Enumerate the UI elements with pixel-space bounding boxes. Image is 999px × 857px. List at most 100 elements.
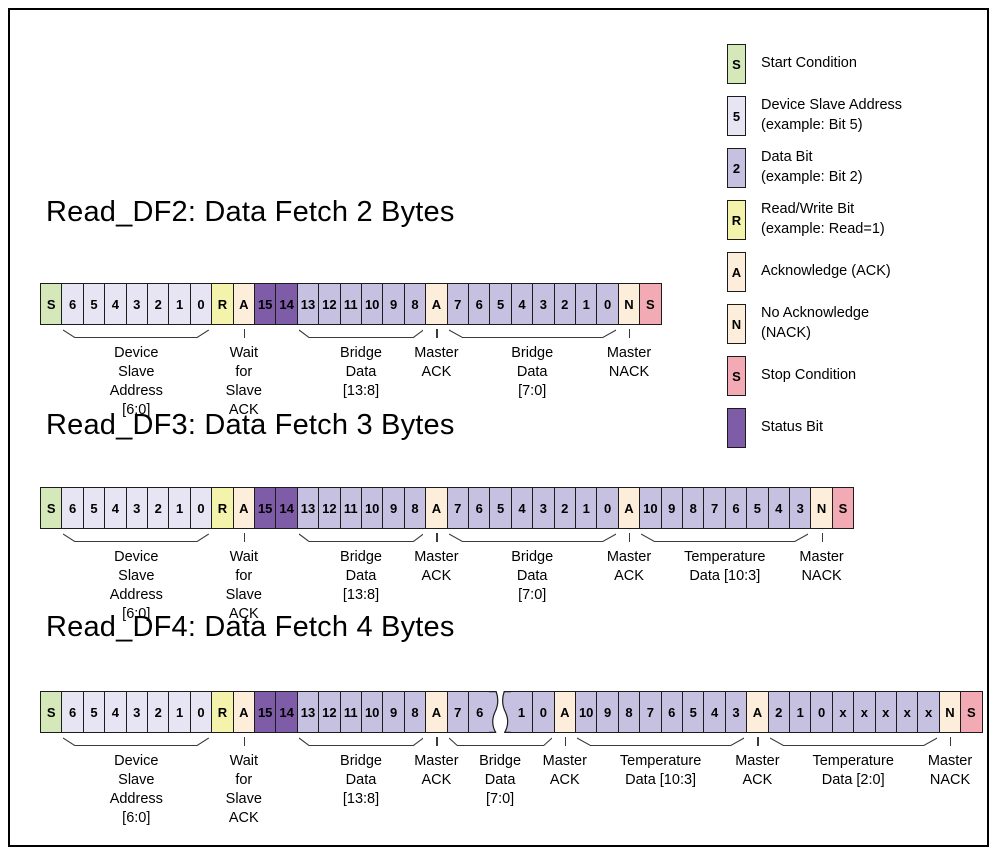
group-label: Master ACK — [414, 549, 459, 585]
bit-cell: 3 — [125, 691, 148, 733]
bit-cell: 14 — [275, 691, 298, 733]
group-brace — [63, 533, 209, 543]
bit-cell: 1 — [789, 691, 812, 733]
brace-line — [449, 737, 552, 747]
bit-cell: 11 — [339, 691, 362, 733]
group-label: Temperature Data [2:0] — [812, 753, 894, 789]
group-label: Master ACK — [542, 753, 587, 789]
bit-cell: 1 — [168, 283, 191, 325]
bit-cell: A — [425, 283, 448, 325]
bit-cell: 12 — [318, 487, 341, 529]
bit-cell: x — [917, 691, 940, 733]
group-tick — [436, 737, 438, 746]
group-brace — [770, 737, 937, 747]
group-label: Master NACK — [927, 753, 973, 789]
bit-cell: 0 — [596, 487, 619, 529]
bit-cell: 0 — [596, 283, 619, 325]
group-brace — [63, 329, 209, 339]
bit-cell: 7 — [703, 487, 726, 529]
bit-cell: R — [211, 691, 234, 733]
bit-cell: 1 — [510, 691, 534, 733]
legend-label: Device Slave Address (example: Bit 5) — [761, 97, 903, 133]
bit-cell: S — [40, 487, 63, 529]
bit-cell: 7 — [446, 691, 469, 733]
group-label: Master ACK — [735, 753, 780, 789]
group-label: Bridge Data [7:0] — [479, 753, 522, 808]
bit-cell: 10 — [361, 691, 384, 733]
outer-frame — [8, 8, 989, 847]
bit-cell: 3 — [532, 487, 555, 529]
bit-cell: 15 — [254, 691, 277, 733]
bit-cell: 0 — [532, 691, 555, 733]
bit-cell: 2 — [147, 691, 170, 733]
bit-cell: A — [232, 691, 255, 733]
bit-cell: A — [553, 691, 576, 733]
group-label: Bridge Data [7:0] — [511, 549, 554, 604]
legend-swatch-status — [727, 408, 746, 448]
group-label: Bridge Data [13:8] — [340, 549, 382, 604]
brace-line — [770, 737, 937, 747]
bit-cell: 5 — [746, 487, 769, 529]
group-label: Bridge Data [7:0] — [511, 345, 554, 400]
group-label: Master NACK — [606, 345, 652, 381]
bit-cell: 8 — [403, 487, 427, 529]
group-tick — [629, 533, 631, 542]
group-tick — [243, 737, 246, 746]
legend-swatch-addr: 5 — [727, 96, 746, 136]
bit-cell: 4 — [104, 487, 127, 529]
bit-cell: S — [831, 487, 855, 529]
brace-line — [299, 533, 423, 543]
bit-cell: 6 — [468, 691, 491, 733]
bit-cell: 2 — [147, 283, 170, 325]
legend-label: Read/Write Bit (example: Read=1) — [761, 201, 885, 237]
legend-label: No Acknowledge (NACK) — [761, 305, 870, 341]
bit-cell: 3 — [125, 487, 148, 529]
group-label: Wait for Slave ACK — [225, 345, 262, 419]
group-brace — [299, 737, 423, 747]
group-label: Bridge Data [13:8] — [340, 753, 382, 808]
bit-cell: 9 — [382, 487, 405, 529]
bit-cell: 9 — [596, 691, 619, 733]
legend-swatch-data: 2 — [727, 148, 746, 188]
group-tick — [757, 737, 759, 746]
bit-cell: 0 — [189, 283, 213, 325]
bit-cell: 9 — [660, 487, 683, 529]
bit-cell: x — [853, 691, 876, 733]
bit-cell: 6 — [61, 487, 84, 529]
bit-cell: 4 — [510, 487, 534, 529]
bit-cell: 6 — [468, 487, 491, 529]
bit-cell: 5 — [682, 691, 705, 733]
bit-cell: 11 — [339, 487, 362, 529]
legend-label: Stop Condition — [761, 367, 857, 384]
brace-line — [449, 533, 616, 543]
bit-cell: 15 — [254, 487, 277, 529]
bit-cell: 13 — [296, 283, 320, 325]
legend-label: Data Bit (example: Bit 2) — [761, 149, 863, 185]
bit-cell: 0 — [189, 691, 213, 733]
group-brace — [63, 737, 209, 747]
bit-cell: 8 — [617, 691, 641, 733]
bit-cell: 5 — [489, 487, 512, 529]
bit-cell: 1 — [168, 691, 191, 733]
group-brace — [449, 329, 616, 339]
legend-item: 2 Data Bit (example: Bit 2) — [727, 148, 902, 188]
bit-cell: 6 — [660, 691, 683, 733]
brace-line — [641, 533, 808, 543]
brace-line — [299, 329, 423, 339]
bit-cell: 4 — [703, 691, 726, 733]
bit-cell: 8 — [403, 283, 427, 325]
bit-cell: 6 — [724, 487, 748, 529]
bit-cell: 1 — [575, 283, 598, 325]
bit-cell: R — [211, 283, 234, 325]
brace-line — [299, 737, 423, 747]
group-label: Wait for Slave ACK — [225, 549, 262, 623]
group-label: Device Slave Address [6:0] — [109, 549, 163, 623]
group-label: Device Slave Address [6:0] — [109, 345, 163, 419]
bit-cell: x — [896, 691, 919, 733]
bit-cell: 10 — [575, 691, 598, 733]
group-label: Master ACK — [414, 753, 459, 789]
